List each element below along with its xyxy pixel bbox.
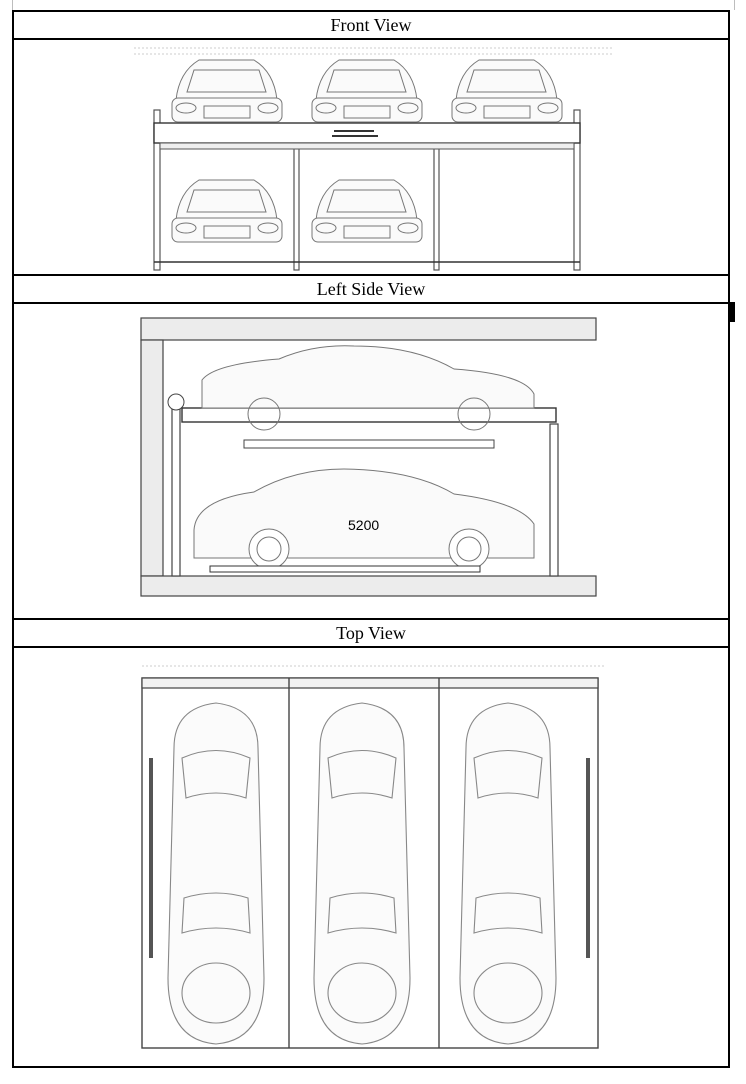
views-table: Front View — [12, 10, 730, 1068]
ceiling-slab — [140, 317, 597, 341]
upper-platform — [153, 122, 581, 144]
upper-car-side — [201, 345, 535, 431]
left-side-view-drawing: 5200 — [140, 317, 597, 597]
dimension-label: 5200 — [348, 517, 379, 533]
back-wall — [140, 339, 164, 577]
top-view-drawing — [141, 665, 604, 1049]
top-view-cell — [12, 646, 730, 1068]
car-front-outline — [171, 59, 283, 123]
margin-marker — [730, 302, 735, 322]
front-view-title: Front View — [12, 10, 730, 40]
top-view-title: Top View — [12, 618, 730, 648]
car-top-outline — [167, 702, 265, 1045]
front-view-cell — [12, 38, 730, 276]
left-side-view-title: Left Side View — [12, 274, 730, 304]
upper-platform-side — [181, 407, 557, 423]
page-frame-top — [12, 0, 735, 10]
left-side-view-cell: 5200 — [12, 302, 730, 620]
floor-slab — [140, 575, 597, 597]
front-view-drawing — [134, 47, 614, 271]
lower-car-side — [193, 468, 535, 570]
